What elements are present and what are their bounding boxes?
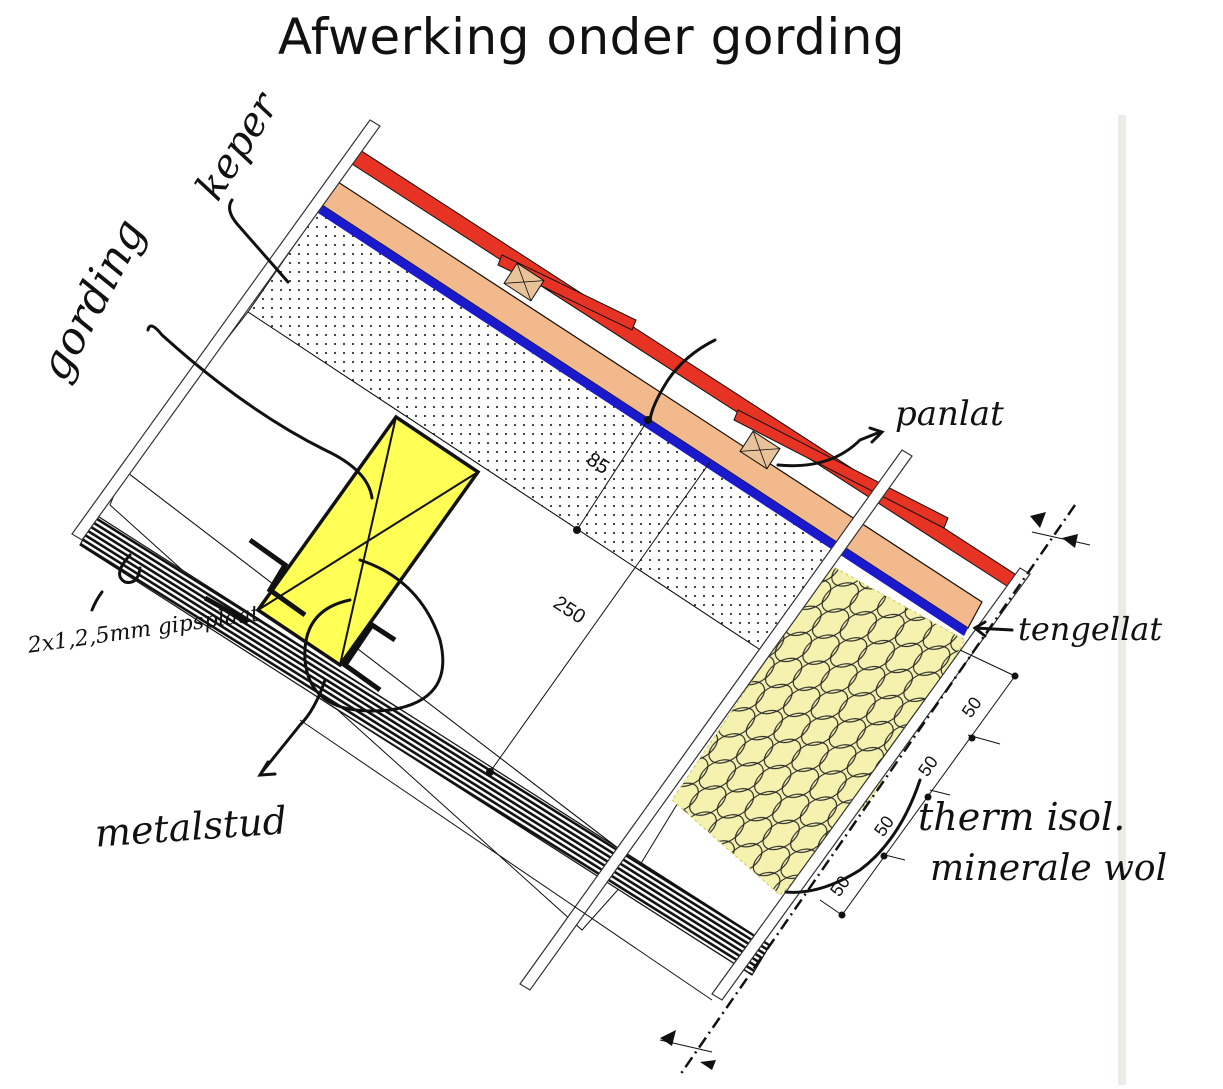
label-panlat: panlat bbox=[895, 394, 1004, 434]
label-keper: keper bbox=[187, 83, 289, 208]
label-gording: gording bbox=[29, 211, 156, 389]
label-metalstud: metalstud bbox=[93, 798, 288, 855]
dimension-50-2: 50 bbox=[914, 752, 942, 780]
page-edge-strip bbox=[1118, 115, 1126, 1085]
membrane-line bbox=[318, 205, 968, 636]
page-title: Afwerking onder gording bbox=[277, 8, 906, 66]
label-isolatie-line2: minerale wol bbox=[930, 848, 1167, 889]
leader-curves bbox=[90, 198, 1014, 894]
label-gipsplaat: 2x1,2,5mm gipsplaat bbox=[25, 601, 261, 658]
label-tengellat: tengellat bbox=[1018, 610, 1162, 648]
metal-studs bbox=[203, 537, 397, 693]
dimension-50-1: 50 bbox=[958, 693, 986, 721]
battens bbox=[503, 262, 781, 470]
label-isolatie-line1: therm isol. bbox=[918, 795, 1125, 839]
mineral-wool-insulation bbox=[671, 564, 966, 896]
section-cut-line bbox=[659, 504, 1091, 1076]
purlin-beam bbox=[255, 414, 481, 668]
dimension-dots bbox=[486, 416, 1019, 919]
